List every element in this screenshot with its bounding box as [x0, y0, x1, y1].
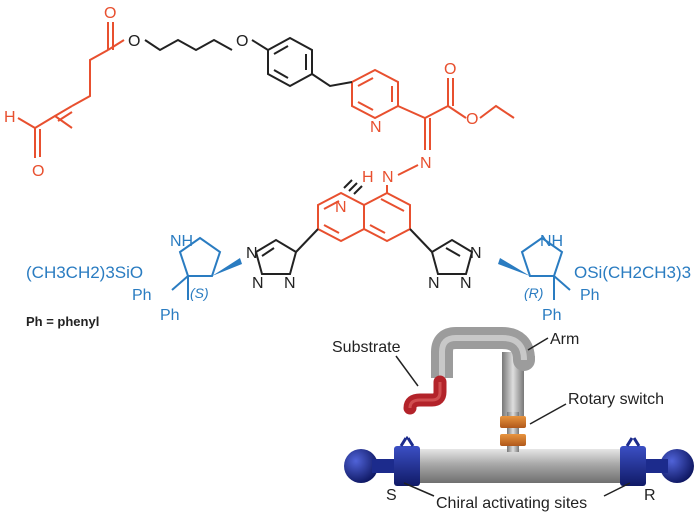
atom-n-triazole-right-1: N	[470, 245, 482, 262]
atom-o-ethyl-carbonyl: O	[444, 61, 456, 78]
silyl-ether-right: OSi(CH2CH3)3	[574, 263, 691, 282]
molecular-machine-cartoon	[344, 327, 694, 486]
atom-n-triazole-right-3: N	[460, 275, 472, 292]
end-neck-left	[372, 459, 398, 473]
atom-nh-right: NH	[540, 233, 563, 250]
s-site-label: S	[386, 487, 397, 504]
ph-left-2: Ph	[160, 307, 180, 324]
wedge-left	[212, 258, 242, 276]
end-ball-left	[344, 449, 378, 483]
end-neck-right	[642, 459, 668, 473]
stereo-label-r: (R)	[524, 285, 543, 301]
atom-n-quinoline: N	[335, 199, 347, 216]
ph-definition-note: Ph = phenyl	[26, 314, 99, 329]
atom-nh-left: NH	[170, 233, 193, 250]
stereo-label-s: (S)	[190, 285, 209, 301]
atom-o-ester-carbonyl: O	[104, 5, 116, 22]
atom-o-aldehyde: O	[32, 163, 44, 180]
chiral-site-r-block	[620, 446, 646, 486]
substrate-hook	[403, 375, 447, 415]
prong-s-icon	[399, 436, 415, 447]
ph-left-1: Ph	[132, 287, 152, 304]
atom-n-triazole-right-2: N	[428, 275, 440, 292]
r-site-label: R	[644, 487, 656, 504]
atom-n-nh: N	[382, 169, 394, 186]
rotary-switch-label: Rotary switch	[568, 391, 664, 408]
main-rod	[400, 449, 640, 483]
wedge-right	[498, 258, 530, 276]
chiral-sites-label: Chiral activating sites	[436, 495, 587, 512]
atom-h-nh: H	[362, 169, 374, 186]
atom-o-ether: O	[236, 33, 248, 50]
arm-label: Arm	[550, 331, 579, 348]
atom-n-triazole-left-2: N	[252, 275, 264, 292]
prong-r-icon	[625, 437, 641, 447]
atom-h-aldehyde: H	[4, 109, 16, 126]
atom-n-triazole-left-3: N	[284, 275, 296, 292]
rotary-switch-upper	[500, 416, 526, 428]
end-ball-right	[660, 449, 694, 483]
atom-n-hydrazone: N	[420, 155, 432, 172]
atom-n-pyridine: N	[370, 119, 382, 136]
black-linker	[144, 36, 474, 275]
ph-right-2: Ph	[542, 307, 562, 324]
red-fragment	[17, 22, 515, 243]
leader-lines	[395, 337, 631, 497]
atom-o-ester-link: O	[128, 33, 140, 50]
substrate-label: Substrate	[332, 339, 401, 356]
silyl-ether-left: (CH3CH2)3SiO	[26, 263, 143, 282]
atom-n-triazole-left-1: N	[246, 245, 258, 262]
ph-right-1: Ph	[580, 287, 600, 304]
chiral-site-s-block	[394, 446, 420, 486]
blue-fragment	[171, 236, 571, 300]
hbond-dashes	[343, 179, 363, 195]
rotary-switch-lower	[500, 434, 526, 446]
atom-o-ethyl-ester: O	[466, 111, 478, 128]
